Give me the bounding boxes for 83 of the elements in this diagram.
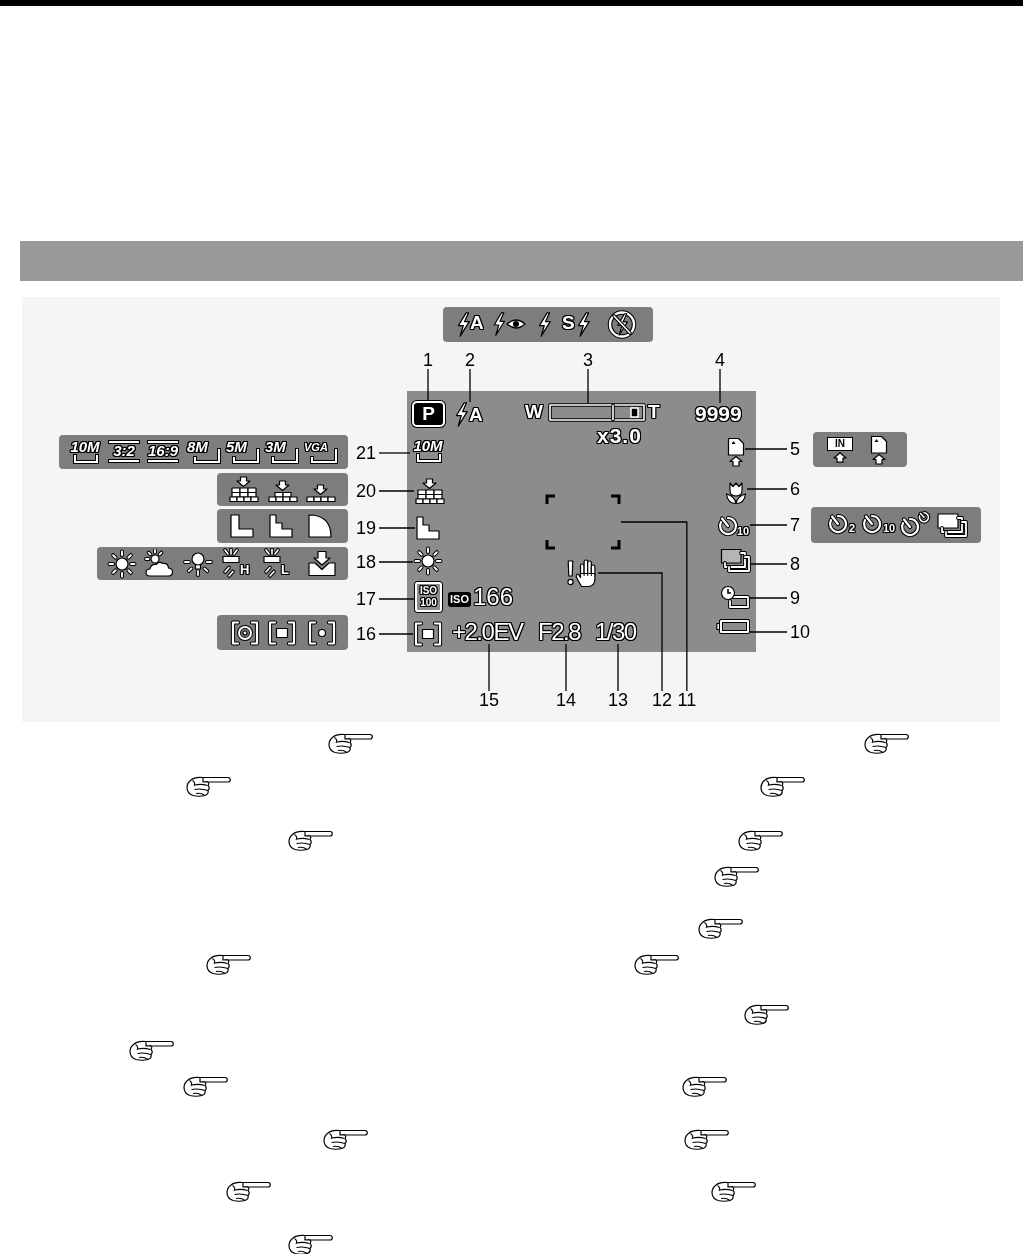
leader-line <box>427 368 429 402</box>
sun-icon <box>413 546 443 576</box>
leader-line <box>587 368 589 404</box>
leader-line <box>620 521 688 692</box>
callout-number: 10 <box>787 623 814 641</box>
callout-number: 19 <box>353 519 380 537</box>
resolution-label: 3:2 <box>106 439 142 465</box>
resolution-label: 10M <box>67 439 103 465</box>
memory-card-icon <box>727 437 745 467</box>
icon-letter: S <box>562 313 575 332</box>
flash-mode-letter: A <box>469 405 483 424</box>
zoom-end-letter: T <box>648 402 660 421</box>
zoom-bar <box>548 403 646 422</box>
icon-letter: A <box>470 313 484 332</box>
callout-number: 18 <box>353 553 380 571</box>
resolution-label: 8M <box>186 439 222 465</box>
callout-number: 11 <box>674 691 700 709</box>
iso-badge: ISO 100 <box>415 582 442 612</box>
leader-line <box>378 452 411 454</box>
leader-line <box>746 488 788 490</box>
callout-number: 2 <box>462 351 478 369</box>
icon-letter: H <box>240 563 250 576</box>
icon-letter: 2 <box>849 523 856 534</box>
readout-text: F2.8 <box>538 620 581 644</box>
leader-line <box>378 527 416 529</box>
metering-icon <box>413 621 443 647</box>
leader-line <box>469 368 471 403</box>
icon-letter: L <box>281 563 289 576</box>
callout-number: 9 <box>787 589 803 607</box>
leader-line <box>597 572 663 692</box>
leader-line <box>750 563 788 565</box>
leader-line <box>744 448 788 450</box>
focus-frame <box>545 494 621 550</box>
callout-number: 5 <box>787 440 803 458</box>
callout-number: 8 <box>787 555 803 573</box>
resolution-label: VGA <box>303 439 339 465</box>
memory-badge: IN <box>827 437 853 451</box>
clock-frame-icon <box>720 585 750 609</box>
leader-line <box>749 597 788 599</box>
leader-line <box>749 524 788 526</box>
callout-number: 14 <box>553 691 580 709</box>
callout-number: 16 <box>353 625 380 643</box>
section-banner <box>20 241 1023 281</box>
icon-letter: 10 <box>737 526 750 537</box>
callout-number: 12 <box>649 691 676 709</box>
callout-number: 15 <box>476 691 503 709</box>
mode-badge: P <box>412 401 445 427</box>
callout-number: 4 <box>712 351 728 369</box>
resolution-label: 5M <box>225 439 261 465</box>
battery-icon <box>716 619 750 634</box>
quality-icon <box>414 478 445 505</box>
resolution-label: 3M <box>264 439 300 465</box>
leader-line <box>378 598 416 600</box>
hand-warning-icon <box>566 558 598 588</box>
readout-text: x3.0 <box>597 425 642 446</box>
leader-line <box>488 643 490 692</box>
readout-text: 9999 <box>695 403 742 424</box>
resolution-label: 16:9 <box>145 439 181 465</box>
zoom-end-letter: W <box>525 402 543 421</box>
callout-number: 6 <box>787 480 803 498</box>
callout-number: 20 <box>353 482 380 500</box>
readout-text: 1/30 <box>595 620 636 644</box>
stacked-frames-icon <box>720 548 751 573</box>
readout-text: 166 <box>473 585 514 609</box>
leader-line <box>378 633 414 635</box>
leader-line <box>617 643 619 692</box>
leader-line <box>378 490 415 492</box>
leader-line <box>378 561 414 563</box>
callout-number: 21 <box>353 444 380 462</box>
callout-number: 1 <box>420 351 436 369</box>
leader-line <box>749 631 788 633</box>
iso-tag: ISO <box>448 592 471 607</box>
callout-number: 17 <box>353 590 380 608</box>
leader-line <box>565 643 567 692</box>
flower-icon <box>725 481 747 505</box>
sharpness-icon <box>415 515 441 541</box>
resolution-label: 10M <box>410 438 446 464</box>
callout-number: 3 <box>580 351 596 369</box>
callout-number: 7 <box>787 516 803 534</box>
icon-letter: 10 <box>883 523 896 534</box>
leader-line <box>719 368 721 404</box>
callout-number: 13 <box>605 691 632 709</box>
readout-text: +2.0EV <box>452 620 523 644</box>
